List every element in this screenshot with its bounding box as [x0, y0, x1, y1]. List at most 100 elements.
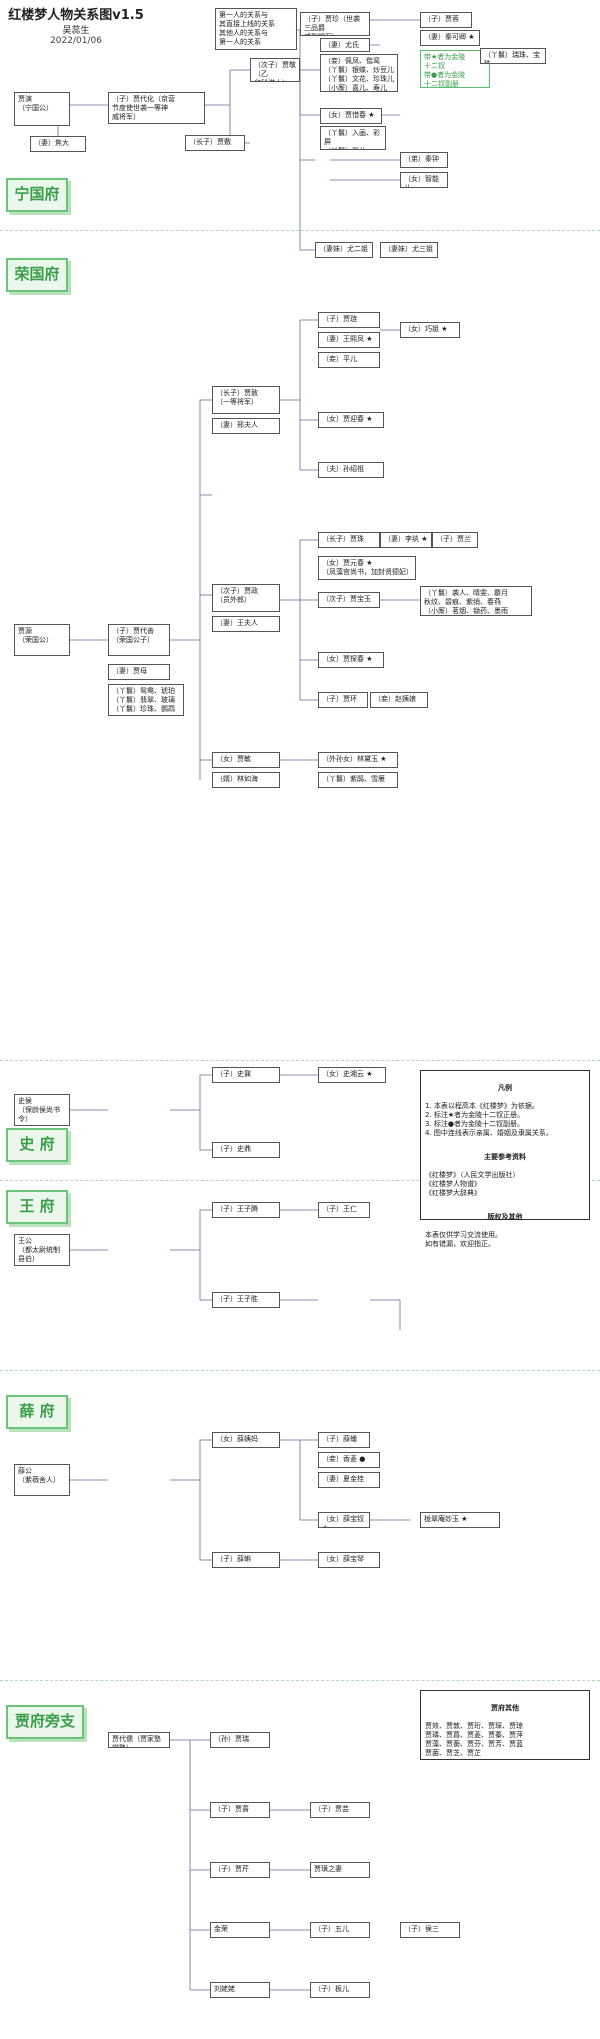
legend-star-box: 带★者为金陵 十二钗 带●者为金陵 十二钗副册 [420, 50, 490, 88]
node-xichun: （女）贾惜春 ★ [320, 108, 382, 124]
node-daiyu: （外孙女）林黛玉 ★ [318, 752, 398, 768]
note-explain-body: 1. 本表以程高本《红楼梦》为依据。 2. 标注★者为金陵十二钗正册。 3. 标… [425, 1102, 553, 1137]
node-grandma-maids: （丫鬟）鸳鸯、琥珀 （丫鬟）翡翠、玻璃 （丫鬟）珍珠、鹦鹉 [108, 684, 184, 716]
node-linruhai: （婿）林如海 [212, 772, 280, 788]
node-zhu: （长子）贾珠 [318, 532, 380, 548]
note-explain-heading: 凡例 [498, 1084, 512, 1092]
node-zhiqiong: （女）智能儿 [400, 172, 448, 188]
region-xue: 薛 府 [6, 1395, 68, 1429]
node-side-daiyu: 贾代儒（贾家塾掌塾） [108, 1732, 170, 1748]
node-miaoyu: 栊翠庵妙玉 ★ [420, 1512, 500, 1528]
node-daishan: （子）贾代善 （荣国公子） [108, 624, 170, 656]
node-side-ban: （子）板儿 [310, 1982, 370, 1998]
node-side-hou: （子）侯三 [400, 1922, 460, 1938]
node-yuanchun: （女）贾元春 ★ （凤藻宫尚书，加封贤德妃） [318, 556, 416, 580]
date-label: 2022/01/06 [50, 36, 102, 46]
node-side-wu: （子）五儿 [310, 1922, 370, 1938]
node-shinai: （子）史鼐 [212, 1067, 280, 1083]
node-xueke: （子）薛蝌 [212, 1552, 280, 1568]
node-you2: （妻妹）尤二姐 [315, 242, 373, 258]
region-ning: 宁国府 [6, 178, 68, 212]
note-ref-body: 《红楼梦》（人民文学出版社） 《红楼梦人物谱》 《红楼梦大辞典》 [425, 1171, 520, 1197]
node-zhaoyi: （妾）赵姨娘 [370, 692, 428, 708]
node-rong-ancestor: 贾源 （荣国公） [14, 624, 70, 656]
node-pan: （子）薛蟠 [318, 1432, 370, 1448]
node-side-rui: （孙）贾瑞 [210, 1732, 270, 1748]
node-shi-ancestor: 史侯 （保龄侯尚书令） [14, 1094, 70, 1126]
region-rong: 荣国府 [6, 258, 68, 292]
node-liwan: （妻）李纨 ★ [380, 532, 432, 548]
region-divider [0, 1060, 600, 1061]
node-lan: （子）贾兰 [432, 532, 478, 548]
node-keqing: （妻）秦可卿 ★ [420, 30, 480, 46]
node-sunshaozu: （夫）孙绍祖 [318, 462, 384, 478]
note-info-heading: 版权及其他 [487, 1213, 523, 1221]
node-baoqin: （女）薛宝琴 [318, 1552, 380, 1568]
note-others: 贾府其他 贾效、贾敦、贾珩、贾琛、贾琼 贾璘、贾菖、贾菱、贾蓁、贾萍 贾藻、贾蘅… [420, 1690, 590, 1760]
node-baoyu-maids: （丫鬟）袭人、晴雯、麝月 秋纹、碧痕、紫绡、春燕 （小厮）茗烟、锄药、墨雨 [420, 586, 532, 616]
region-divider [0, 1180, 600, 1181]
node-xue-ancestor: 薛公 （紫薇舍人） [14, 1464, 70, 1496]
node-wangfu: （妻）王夫人 [212, 616, 280, 632]
node-baoyu: （次子）贾宝玉 [318, 592, 380, 608]
note-info-body: 本表仅供学习交流使用。 如有错漏，欢迎指正。 [425, 1231, 502, 1248]
node-huan: （子）贾环 [318, 692, 368, 708]
region-divider [0, 1370, 600, 1371]
node-xichun-maids: （丫鬟）入画、彩屏 （丫鬟）彩儿 [320, 126, 386, 150]
node-jiamin: （女）贾敏 [212, 752, 280, 768]
region-side: 贾府旁支 [6, 1705, 84, 1739]
node-grandma: （妻）贾母 [108, 664, 170, 680]
node-lian: （子）贾琏 [318, 312, 380, 328]
node-pinger: （妾）平儿 [318, 352, 380, 368]
node-you3: （妻妹）尤三姐 [380, 242, 438, 258]
node-side-qin: （子）贾芹 [210, 1862, 270, 1878]
node-xueyima: （女）薛姨妈 [212, 1432, 280, 1448]
region-divider [0, 1680, 600, 1681]
node-keqing-maids: （丫鬟）瑞珠、宝珠 [480, 48, 546, 64]
node-rong-q: （子）贾蓉 [420, 12, 472, 28]
node-xingfu: （妻）邢夫人 [212, 418, 280, 434]
note-ref-heading: 主要参考资料 [484, 1153, 526, 1161]
note-others-body: 贾效、贾敦、贾珩、贾琛、贾琼 贾璘、贾菖、贾菱、贾蓁、贾萍 贾藻、贾蘅、贾芬、贾… [425, 1722, 523, 1757]
node-jing: （次子）贾敬（乙 卯科进士） [250, 58, 300, 82]
node-wangzisheng: （子）王子胜 [212, 1292, 280, 1308]
author-label: 吴蕊生 [62, 26, 90, 36]
node-side-jin: 金荣 [210, 1922, 270, 1938]
note-others-heading: 贾府其他 [491, 1704, 519, 1712]
node-youshi: （妻）尤氏 [320, 38, 370, 52]
header: 红楼梦人物关系图v1.5 吴蕊生 2022/01/06 [6, 4, 146, 46]
note-explain: 凡例 1. 本表以程高本《红楼梦》为依据。 2. 标注★者为金陵十二钗正册。 3… [420, 1070, 590, 1248]
node-side-yun: （子）贾芸 [310, 1802, 370, 1818]
node-ning-concubines: （妾）佩凤、偕鸾 （丫鬟）银蝶、炒豆儿 （丫鬟）文花、珍珠儿 （小厮）喜儿、寿儿 [320, 54, 398, 92]
region-divider [0, 230, 600, 231]
node-shiding: （子）史鼎 [212, 1142, 280, 1158]
node-wangziteng: （子）王子腾 [212, 1202, 280, 1218]
node-xiangyun: （女）史湘云 ★ [318, 1067, 386, 1083]
node-side-liu: 刘姥姥 [210, 1982, 270, 1998]
node-ning-wife: （妻）焦大 [30, 136, 86, 152]
node-xiangling: （妾）香菱 ● [318, 1452, 380, 1468]
legend-relation-box: 第一人的关系与 其直接上线的关系 其他人的关系与 第一人的关系 [215, 8, 297, 50]
node-side-qiang: （子）贾蔷 [210, 1802, 270, 1818]
node-qinzhong: （弟）秦钟 [400, 152, 448, 168]
node-xifeng: （妻）王熙凤 ★ [318, 332, 380, 348]
node-xiake: （妻）夏金桂 [318, 1472, 380, 1488]
node-zijuan: （丫鬟）紫鹃、雪雁 [318, 772, 398, 788]
node-qiaojie: （女）巧姐 ★ [400, 322, 460, 338]
node-daihua-elder: （长子）贾敷 [185, 135, 245, 151]
region-wang: 王 府 [6, 1190, 68, 1224]
page-title: 红楼梦人物关系图v1.5 [8, 8, 144, 23]
node-zheng: （次子）贾政 （员外郎） [212, 584, 280, 612]
region-shi: 史 府 [6, 1128, 68, 1162]
node-tanchun: （女）贾探春 ★ [318, 652, 384, 668]
node-she: （长子）贾赦 （一等将军） [212, 386, 280, 414]
node-ning-ancestor: 贾演 （宁国公） [14, 92, 70, 126]
node-daihua: （子）贾代化（京营 节度使世袭一等神 威将军） [108, 92, 205, 124]
node-side-huang: 贾璜之妻 [310, 1862, 370, 1878]
node-wangren: （子）王仁 [318, 1202, 370, 1218]
node-zhen: （子）贾珍（世袭三品爵 威烈将军） [300, 12, 370, 36]
node-wang-ancestor: 王公 （都太尉统制县伯） [14, 1234, 70, 1266]
node-yingchun: （女）贾迎春 ★ [318, 412, 384, 428]
node-baochai: （女）薛宝钗 ★ [318, 1512, 370, 1528]
